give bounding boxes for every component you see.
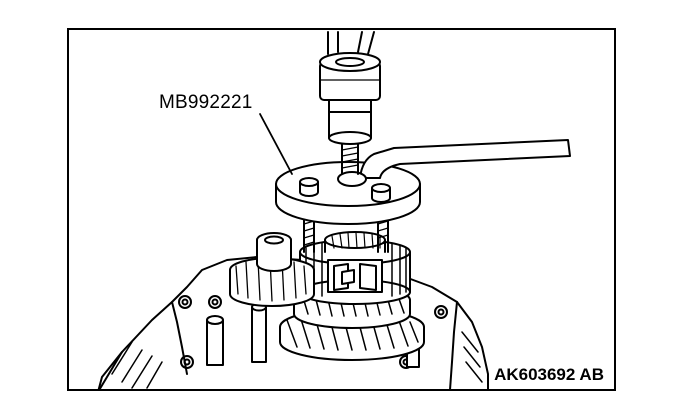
- puller-body: [319, 31, 381, 145]
- callout-leader-line: [259, 113, 293, 175]
- wrench: [337, 139, 571, 187]
- diagram-frame: MB992221 AK603692 AB: [67, 28, 616, 391]
- transmission-illustration: [97, 31, 571, 389]
- left-gear: [229, 232, 315, 307]
- figure-id: AK603692 AB: [492, 365, 606, 385]
- tool-number-callout: MB992221: [159, 92, 253, 113]
- synchronizer-gear-stack: [299, 231, 411, 305]
